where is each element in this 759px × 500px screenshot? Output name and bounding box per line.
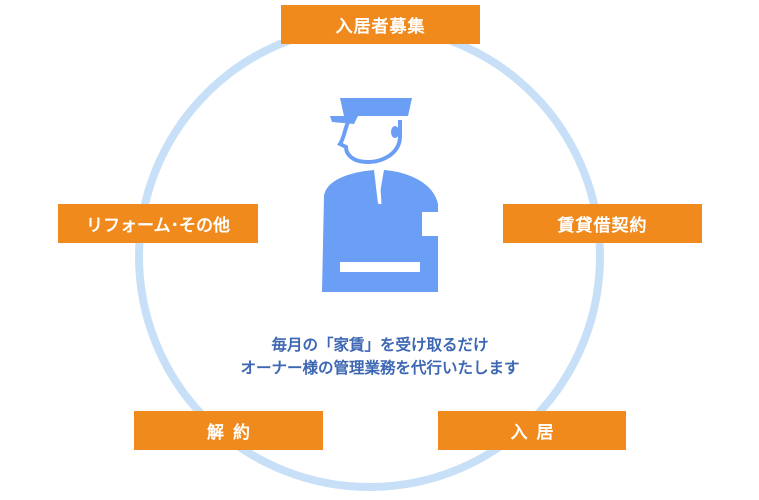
step-termination-label: 解約 <box>207 423 259 443</box>
step-termination: 解約 <box>134 411 323 450</box>
step-reform-other: リフォーム･その他 <box>58 204 258 243</box>
service-description: 毎月の「家賃」を受け取るだけ オーナー様の管理業務を代行いたします <box>180 334 580 380</box>
step-lease-contract: 賃貸借契約 <box>503 204 702 243</box>
step-lease-contract-label: 賃貸借契約 <box>557 216 648 236</box>
property-manager-person-icon <box>322 98 450 292</box>
service-description-line-1: 毎月の「家賃」を受け取るだけ <box>271 336 489 354</box>
step-move-in: 入居 <box>438 411 626 450</box>
service-description-line-2: オーナー様の管理業務を代行いたします <box>240 359 520 377</box>
step-reform-other-label: リフォーム･その他 <box>86 216 230 236</box>
step-tenant-recruitment: 入居者募集 <box>281 5 480 44</box>
step-tenant-recruitment-label: 入居者募集 <box>335 17 426 37</box>
step-move-in-label: 入居 <box>510 423 563 443</box>
